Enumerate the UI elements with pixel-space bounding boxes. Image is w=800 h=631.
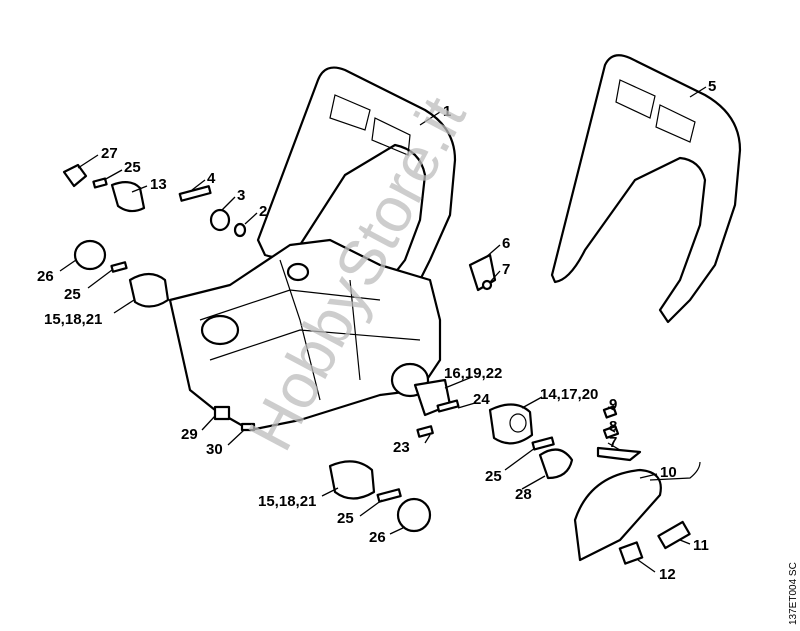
callout-23: 23: [393, 439, 410, 456]
callout-1: 1: [443, 103, 451, 120]
callout-13: 13: [150, 176, 167, 193]
callout-28: 28: [515, 486, 532, 503]
diagram-code: 137ET004 SC: [788, 562, 799, 625]
callout-8: 8: [609, 418, 617, 435]
callout-9: 9: [609, 396, 617, 413]
callout-24: 24: [473, 391, 490, 408]
callout-12: 12: [659, 566, 676, 583]
callout-14-17-20: 14,17,20: [540, 386, 598, 403]
callout-2: 2: [259, 203, 267, 220]
callout-15-18-21: 15,18,21: [44, 311, 102, 328]
part-engine-housing: [168, 238, 442, 432]
callout-26: 26: [37, 268, 54, 285]
callout-25: 25: [337, 510, 354, 527]
callout-7: 7: [609, 434, 617, 451]
callout-25: 25: [124, 159, 141, 176]
callout-labels: 1 5 27 25 13 4 3 2 6 7 26 25 15,18,21 16…: [37, 78, 716, 583]
small-parts: [62, 163, 701, 565]
callout-3: 3: [237, 187, 245, 204]
callout-25: 25: [485, 468, 502, 485]
callout-25: 25: [64, 286, 81, 303]
callout-26: 26: [369, 529, 386, 546]
callout-10: 10: [660, 464, 677, 481]
callout-27: 27: [101, 145, 118, 162]
callout-15-18-21: 15,18,21: [258, 493, 316, 510]
callout-29: 29: [181, 426, 198, 443]
callout-4: 4: [207, 170, 216, 187]
callout-5: 5: [708, 78, 716, 95]
leader-lines: [59, 86, 707, 573]
part-handle-5: [550, 54, 742, 324]
callout-7: 7: [502, 261, 510, 278]
callout-30: 30: [206, 441, 223, 458]
callout-6: 6: [502, 235, 510, 252]
callout-11: 11: [693, 537, 709, 554]
callout-16-19-22: 16,19,22: [444, 365, 502, 382]
